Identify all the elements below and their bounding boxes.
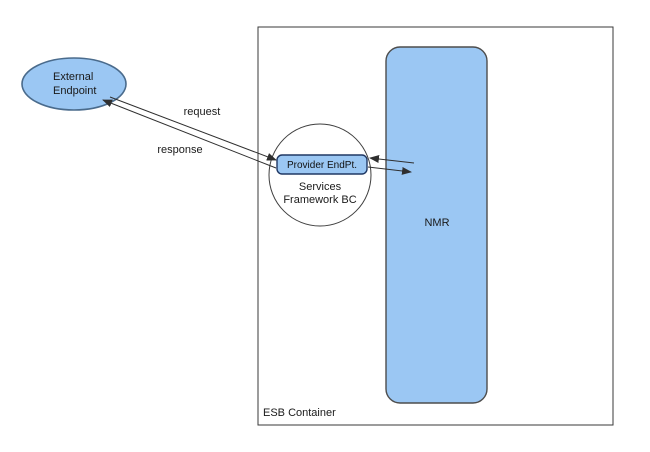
nmr-to-provider-arrow [369,155,415,164]
services-framework-label-line1: Services [299,181,342,193]
services-framework-label-line2: Framework BC [283,194,356,206]
nmr-box [385,46,488,404]
services-framework-circle [268,123,372,227]
provider-endpoint-label: Provider EndPt. [287,160,357,171]
request-label: request [184,106,221,118]
provider-endpoint-box [276,154,368,175]
external-endpoint-shape [21,57,127,111]
response-label: response [157,144,202,156]
external-endpoint-label-line2: Endpoint [53,85,96,97]
esb-container-label: ESB Container [263,407,336,419]
nmr-label: NMR [424,217,449,229]
request-arrow [109,96,277,161]
provider-to-nmr-arrow [367,166,412,175]
external-endpoint-label-line1: External [53,71,93,83]
response-arrow [102,99,277,169]
